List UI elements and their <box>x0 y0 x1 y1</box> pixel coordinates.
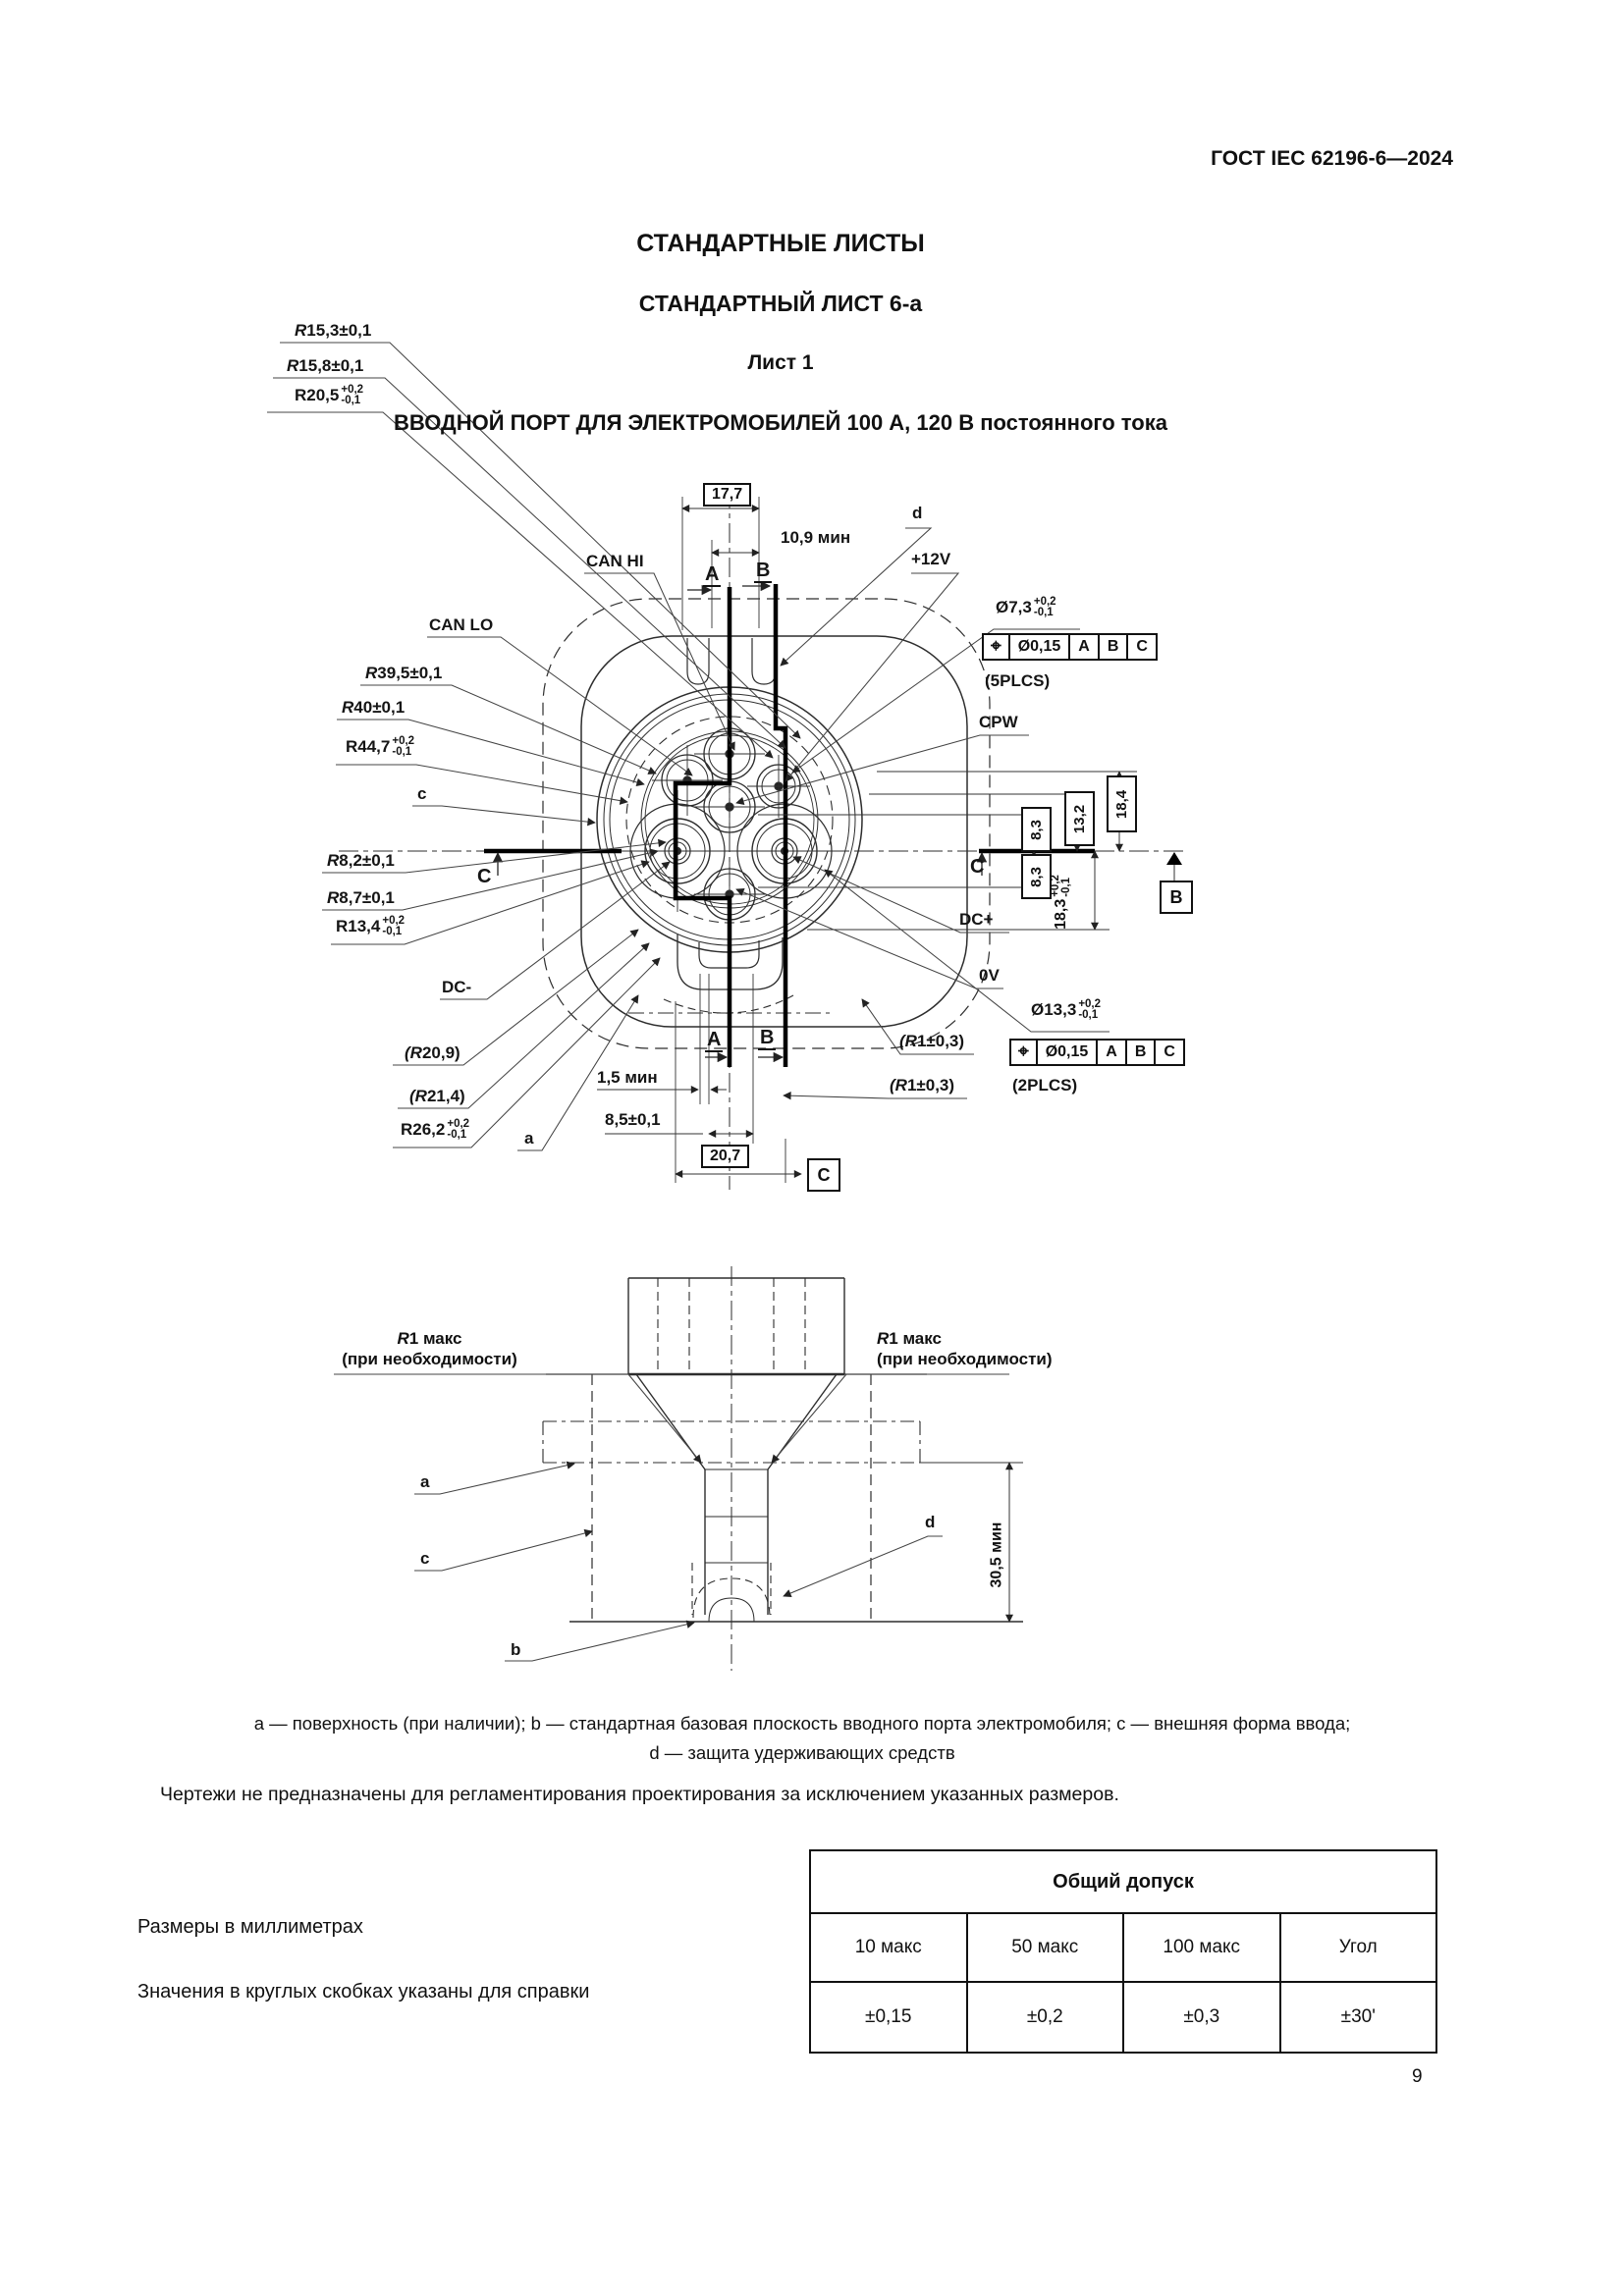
dim-label-r1max-left: R1 макс (при необходимости) <box>342 1329 517 1368</box>
tolerance-value: ±0,3 <box>1122 1981 1281 2054</box>
dim-label-r82: R8,2±0,1 <box>327 851 395 870</box>
pin-label-0v: 0V <box>979 966 1000 985</box>
fcf2-datum-b: B <box>1124 1041 1155 1064</box>
dim-label-phi133: Ø13,3+0,2-0,1 <box>1031 998 1102 1021</box>
pin-label-can-lo: CAN LO <box>429 615 494 634</box>
surface-label-d: d <box>912 504 923 522</box>
position-tolerance-icon: ⌖ <box>1018 1041 1029 1062</box>
pin-label-dc-plus: DC+ <box>959 910 994 929</box>
table-row: Общий допуск <box>809 1849 1437 1914</box>
tolerance-col-header: 50 макс <box>965 1912 1124 1983</box>
fcf2-tolerance: Ø0,15 <box>1035 1041 1097 1064</box>
dim-label-r205: R20,5+0,2-0,1 <box>295 384 364 406</box>
fcf1-datum-c: C <box>1126 635 1156 659</box>
legend-line-1: a — поверхность (при наличии); b — станд… <box>253 1713 1351 1734</box>
section-letter-c-right: C <box>970 856 985 878</box>
dim-label-r40: R40±0,1 <box>342 698 406 717</box>
tolerance-col-header: Угол <box>1278 1912 1437 1983</box>
dim-label-305min: 30,5 мин <box>988 1522 1005 1588</box>
standard-sheet-title: СТАНДАРТНЫЙ ЛИСТ 6-a <box>638 291 923 316</box>
legend-line-2: d — защита удерживающих средств <box>649 1742 955 1763</box>
dim-label-r87: R8,7±0,1 <box>327 888 395 907</box>
pin-label-12v: +12V <box>911 550 951 568</box>
dim-box-177: 17,7 <box>703 483 752 507</box>
page-number: 9 <box>1412 2066 1423 2087</box>
section-letter-c-left: C <box>477 866 492 887</box>
surface-label-d-view2: d <box>925 1513 936 1531</box>
fcf1-places-note: (5PLCS) <box>985 671 1051 690</box>
tolerance-col-header: 100 макс <box>1122 1912 1281 1983</box>
fcf2-datum-c: C <box>1154 1041 1183 1064</box>
dim-label-r209: (R20,9) <box>405 1043 460 1062</box>
dim-label-r1max-right: R1 макс (при необходимости) <box>877 1329 1053 1368</box>
position-tolerance-icon: ⌖ <box>991 636 1001 657</box>
drawing-title: ВВОДНОЙ ПОРТ ДЛЯ ЭЛЕКТРОМОБИЛЕЙ 100 А, 1… <box>394 410 1167 435</box>
tolerance-value: ±30' <box>1278 1981 1437 2054</box>
datum-c-box: C <box>807 1158 840 1192</box>
surface-label-a-view2: a <box>420 1472 430 1491</box>
dimensions-note: Размеры в миллиметрах <box>137 1916 363 1938</box>
dim-box-83a: 8,3 <box>1021 807 1052 852</box>
surface-label-a: a <box>524 1129 534 1148</box>
parentheses-note: Значения в круглых скобках указаны для с… <box>137 1981 590 2002</box>
dim-label-r214: (R21,4) <box>409 1087 465 1105</box>
fcf2-datum-a: A <box>1096 1041 1125 1064</box>
datum-b-box: B <box>1160 881 1193 914</box>
dim-label-109min: 10,9 мин <box>781 528 851 547</box>
doc-number: ГОСТ IEC 62196-6—2024 <box>1211 147 1453 170</box>
section-letter-a-top: A <box>703 563 722 587</box>
dim-box-184: 18,4 <box>1107 775 1137 832</box>
tolerance-value: ±0,15 <box>809 1981 968 2054</box>
dim-label-phi73: Ø7,3+0,2-0,1 <box>996 596 1056 618</box>
dim-box-132: 13,2 <box>1064 791 1095 846</box>
dim-label-85: 8,5±0,1 <box>605 1110 661 1129</box>
fcf1-tolerance: Ø0,15 <box>1007 635 1069 659</box>
page-title: СТАНДАРТНЫЕ ЛИСТЫ <box>636 230 925 257</box>
dim-label-183: 18,3+0,2-0,1 <box>1050 875 1072 930</box>
tolerance-value: ±0,2 <box>965 1981 1124 2054</box>
pin-label-cpw: CPW <box>979 713 1018 731</box>
fcf1-datum-a: A <box>1068 635 1098 659</box>
table-row: ±0,15 ±0,2 ±0,3 ±30' <box>809 1981 1437 2054</box>
surface-label-c-view2: c <box>420 1549 430 1568</box>
section-letter-b-bottom: B <box>758 1027 777 1050</box>
dim-box-207: 20,7 <box>701 1145 750 1168</box>
dim-label-r1a: (R1±0,3) <box>899 1032 965 1050</box>
fcf1-datum-b: B <box>1097 635 1127 659</box>
dim-label-r153: R15,3±0,1 <box>295 321 372 340</box>
feature-control-frame-1: ⌖ Ø0,15 A B C <box>982 633 1158 661</box>
dim-label-r447: R44,7+0,2-0,1 <box>346 735 415 758</box>
section-letter-a-bottom: A <box>705 1029 724 1052</box>
dim-label-r158: R15,8±0,1 <box>287 356 364 375</box>
fcf2-places-note: (2PLCS) <box>1012 1076 1078 1095</box>
general-tolerance-table: Общий допуск 10 макс 50 макс 100 макс Уг… <box>809 1849 1437 2054</box>
dim-label-r395: R39,5±0,1 <box>365 664 443 682</box>
disclaimer-text: Чертежи не предназначены для регламентир… <box>160 1784 1119 1805</box>
table-row: 10 макс 50 макс 100 макс Угол <box>809 1912 1437 1983</box>
surface-label-c: c <box>417 784 427 803</box>
dim-label-r262: R26,2+0,2-0,1 <box>401 1118 470 1141</box>
tolerance-table-title: Общий допуск <box>809 1849 1437 1914</box>
dim-label-15min: 1,5 мин <box>597 1068 658 1087</box>
dim-label-r1b: (R1±0,3) <box>890 1076 955 1095</box>
surface-label-b-view2: b <box>511 1640 521 1659</box>
pin-label-dc-minus: DC- <box>442 978 472 996</box>
sheet-number: Лист 1 <box>747 351 814 374</box>
pin-label-can-hi: CAN HI <box>586 552 644 570</box>
dim-label-r134: R13,4+0,2-0,1 <box>336 915 406 937</box>
section-letter-b-top: B <box>754 560 773 583</box>
feature-control-frame-2: ⌖ Ø0,15 A B C <box>1009 1039 1185 1066</box>
tolerance-col-header: 10 макс <box>809 1912 968 1983</box>
